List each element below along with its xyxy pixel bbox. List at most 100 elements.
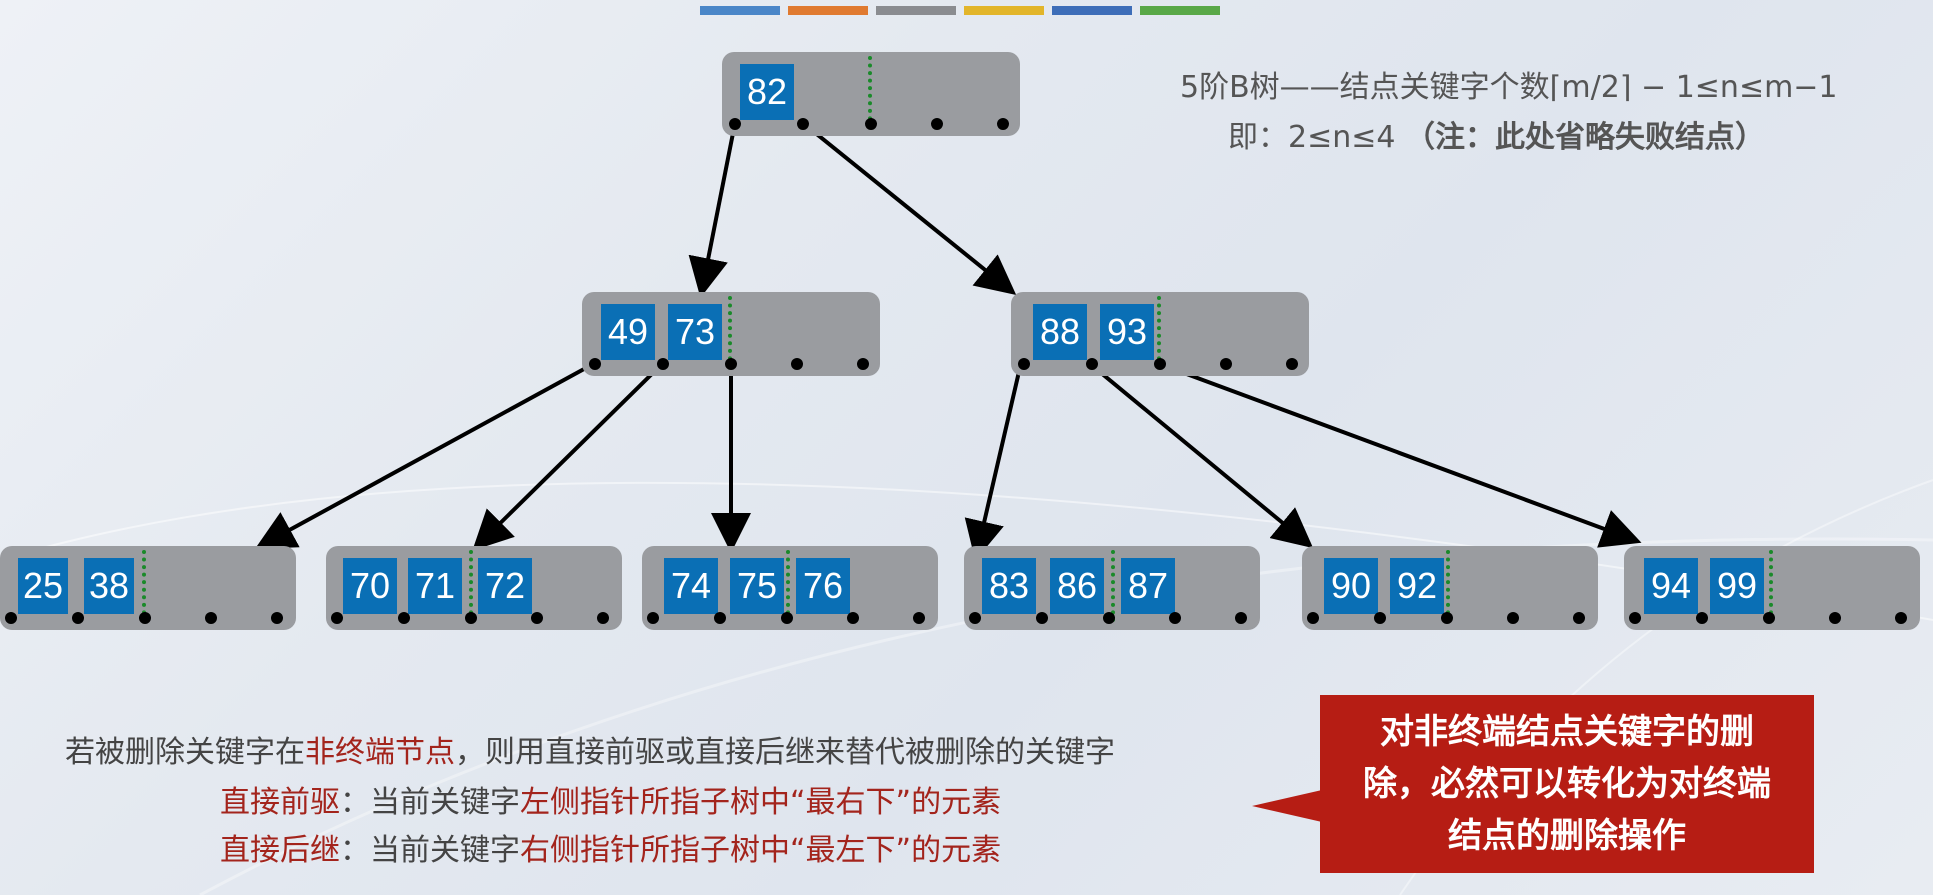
pointer-dot [931,118,943,130]
edge-root-right [801,121,1017,296]
callout-tail [1252,790,1322,822]
pointer-dot [1829,612,1841,624]
key-separator [142,550,146,622]
formula-line-2: 即：2≤n≤4 （注：此处省略失败结点） [1228,112,1765,156]
pointer-dot [271,612,283,624]
callout-box: 对非终端结点关键字的删 除，必然可以转化为对终端 结点的删除操作 [1320,695,1814,873]
pointer-dot [1220,358,1232,370]
pointer-dot [1895,612,1907,624]
pointer-dot [1573,612,1585,624]
key-box: 72 [478,558,532,614]
top-bar-segment [876,6,956,15]
root-node: 82 [722,52,1020,136]
edge-root-left [688,122,737,298]
pointer-dot [969,612,981,624]
edge-88-left [964,362,1023,561]
pointer-dot [725,358,737,370]
callout-line: 对非终端结点关键字的删 [1380,712,1754,752]
pointer-dot [997,118,1009,130]
pointer-dot [1286,358,1298,370]
pointer-dot [1629,612,1641,624]
edge-88-93 [1087,361,1314,549]
key-box: 74 [664,558,718,614]
key-box: 93 [1100,304,1154,360]
top-bar-segment [964,6,1044,15]
pointer-dot [1169,612,1181,624]
note-highlight: 右侧指针所指子树中“最左下”的元素 [520,833,1002,868]
note-line-3: 直接后继：当前关键字右侧指针所指子树中“最左下”的元素 [220,825,1001,869]
pointer-dot [589,358,601,370]
pointer-dot [1086,358,1098,370]
key-separator [1769,550,1773,622]
leaf-node: 90 92 [1302,546,1598,630]
pointer-dot [1507,612,1519,624]
pointer-dot [465,612,477,624]
key-box: 86 [1050,558,1104,614]
pointer-dot [1696,612,1708,624]
pointer-dot [139,612,151,624]
key-box: 75 [730,558,784,614]
leaf-node: 25 38 [0,546,296,630]
pointer-dot [857,358,869,370]
formula-range: 即：2≤n≤4 [1228,120,1405,155]
top-bar-segment [700,6,780,15]
key-separator [868,56,872,128]
edge-93-right [1156,361,1642,548]
note-text: ，则用直接前驱或直接后继来替代被删除的关键字 [455,735,1115,770]
pointer-dot [1374,612,1386,624]
internal-node-left: 49 73 [582,292,880,376]
pointer-dot [1018,358,1030,370]
note-text: 若被删除关键字在 [65,735,305,770]
top-bar-segment [788,6,868,15]
note-highlight: 直接后继 [220,833,340,868]
key-box: 92 [1390,558,1444,614]
key-box: 94 [1644,558,1698,614]
pointer-dot [797,118,809,130]
key-separator [786,550,790,622]
top-bar-segment [1052,6,1132,15]
key-separator [1446,550,1450,622]
leaf-node: 83 86 87 [964,546,1260,630]
key-box: 90 [1324,558,1378,614]
pointer-dot [531,612,543,624]
key-box: 49 [601,304,655,360]
edge-49-73 [472,361,665,551]
key-separator [728,296,732,368]
key-separator [1157,296,1161,368]
callout-line: 除，必然可以转化为对终端 [1363,764,1771,804]
pointer-dot [1154,358,1166,370]
pointer-dot [331,612,343,624]
key-box: 70 [343,558,397,614]
pointer-dot [657,358,669,370]
pointer-dot [1441,612,1453,624]
pointer-dot [1307,612,1319,624]
pointer-dot [1235,612,1247,624]
key-box: 71 [408,558,462,614]
edge-49-left [254,361,596,549]
leaf-node: 94 99 [1624,546,1920,630]
top-bar-segment [1140,6,1220,15]
pointer-dot [847,612,859,624]
pointer-dot [647,612,659,624]
key-box: 38 [84,558,134,614]
pointer-dot [913,612,925,624]
note-line-1: 若被删除关键字在非终端节点，则用直接前驱或直接后继来替代被删除的关键字 [65,727,1115,771]
pointer-dot [398,612,410,624]
key-separator [469,550,473,622]
note-highlight: 非终端节点 [305,735,455,770]
pointer-dot [781,612,793,624]
pointer-dot [597,612,609,624]
pointer-dot [1036,612,1048,624]
pointer-dot [729,118,741,130]
key-separator [1111,550,1115,622]
pointer-dot [714,612,726,624]
top-color-bar [700,6,1220,15]
note-highlight: 左侧指针所指子树中“最右下”的元素 [520,785,1002,820]
callout-line: 结点的删除操作 [1448,816,1686,856]
pointer-dot [205,612,217,624]
key-box: 82 [740,64,794,120]
internal-node-right: 88 93 [1011,292,1309,376]
pointer-dot [1103,612,1115,624]
pointer-dot [865,118,877,130]
pointer-dot [5,612,17,624]
